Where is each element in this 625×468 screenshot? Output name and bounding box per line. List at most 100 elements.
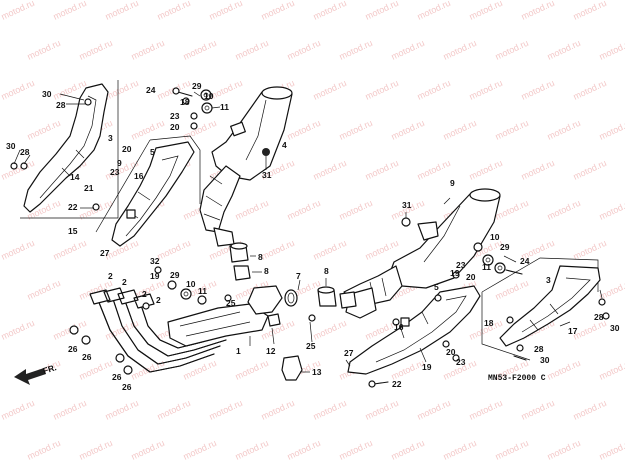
callout-26: 26: [68, 344, 78, 354]
callout-3: 3: [108, 133, 113, 143]
watermark-text: motod.ru: [286, 118, 322, 142]
callout-25: 25: [226, 298, 236, 308]
callout-19: 19: [422, 362, 432, 372]
callout-29: 29: [170, 270, 180, 280]
watermark-text: motod.ru: [26, 38, 62, 62]
watermark-text: motod.ru: [494, 38, 530, 62]
watermark-text: motod.ru: [390, 438, 426, 462]
callout-8: 8: [264, 266, 269, 276]
watermark-text: motod.ru: [0, 398, 36, 422]
callout-10: 10: [186, 279, 196, 289]
watermark-text: motod.ru: [312, 78, 348, 102]
callout-15: 15: [68, 226, 78, 236]
watermark-text: motod.ru: [598, 358, 625, 382]
watermark-text: motod.ru: [26, 118, 62, 142]
callout-9: 9: [117, 158, 122, 168]
watermark-text: motod.ru: [572, 238, 608, 262]
callout-29: 29: [192, 81, 202, 91]
watermark-text: motod.ru: [208, 398, 244, 422]
watermark-text: motod.ru: [520, 398, 556, 422]
watermark-text: motod.ru: [364, 238, 400, 262]
watermark-text: motod.ru: [338, 198, 374, 222]
watermark-text: motod.ru: [442, 118, 478, 142]
callout-30: 30: [42, 89, 52, 99]
watermark-text: motod.ru: [572, 0, 608, 22]
watermark-text: motod.ru: [546, 38, 582, 62]
watermark-text: motod.ru: [234, 438, 270, 462]
watermark-text: motod.ru: [312, 238, 348, 262]
bolt-24-left: [172, 87, 193, 97]
callout-30: 30: [540, 355, 550, 365]
callout-26: 26: [82, 352, 92, 362]
callout-19: 19: [150, 271, 160, 281]
watermark-text: motod.ru: [182, 38, 218, 62]
watermark-text: motod.ru: [286, 38, 322, 62]
watermark-text: motod.ru: [156, 238, 192, 262]
callout-14: 14: [70, 172, 80, 182]
exhaust-manifold: [89, 285, 283, 373]
callout-27: 27: [344, 348, 354, 358]
watermark-text: motod.ru: [182, 438, 218, 462]
callout-13: 13: [312, 367, 322, 377]
watermark-text: motod.ru: [260, 238, 296, 262]
watermark-text: motod.ru: [286, 198, 322, 222]
watermark-text: motod.ru: [52, 398, 88, 422]
callout-28: 28: [534, 344, 544, 354]
callout-12: 12: [266, 346, 276, 356]
watermark-text: motod.ru: [442, 438, 478, 462]
watermark-text: motod.ru: [598, 278, 625, 302]
watermark-text: motod.ru: [468, 0, 504, 22]
watermark-text: motod.ru: [390, 118, 426, 142]
watermark-text: motod.ru: [286, 438, 322, 462]
callout-5: 5: [150, 147, 155, 157]
callout-2: 2: [108, 271, 113, 281]
callout-3: 3: [546, 275, 551, 285]
left-muffler: [199, 86, 293, 247]
callout-20: 20: [466, 272, 476, 282]
callout-26: 26: [112, 372, 122, 382]
callout-18: 18: [484, 318, 494, 328]
callout-32: 32: [150, 256, 160, 266]
watermark-text: motod.ru: [156, 0, 192, 22]
watermark-text: motod.ru: [0, 78, 36, 102]
watermark-text: motod.ru: [494, 118, 530, 142]
watermark-text: motod.ru: [338, 438, 374, 462]
callout-7: 7: [296, 271, 301, 281]
callout-19: 19: [450, 268, 460, 278]
callout-11: 11: [198, 286, 207, 296]
watermark-text: motod.ru: [234, 358, 270, 382]
callout-30: 30: [610, 323, 620, 333]
callout-16: 16: [394, 322, 404, 332]
callout-10: 10: [490, 232, 500, 242]
callout-24: 24: [520, 256, 530, 266]
callout-2: 2: [156, 295, 161, 305]
callout-11: 11: [482, 262, 491, 272]
watermark-text: motod.ru: [260, 0, 296, 22]
watermark-text: motod.ru: [182, 118, 218, 142]
callout-24: 24: [146, 85, 156, 95]
watermark-text: motod.ru: [364, 158, 400, 182]
callout-30: 30: [6, 141, 16, 151]
watermark-text: motod.ru: [520, 158, 556, 182]
callout-10: 10: [204, 91, 214, 101]
watermark-text: motod.ru: [546, 438, 582, 462]
callout-23: 23: [170, 111, 180, 121]
callout-9: 9: [450, 178, 455, 188]
watermark-text: motod.ru: [0, 238, 36, 262]
callout-5: 5: [434, 282, 439, 292]
watermark-text: motod.ru: [130, 38, 166, 62]
watermark-text: motod.ru: [390, 38, 426, 62]
watermark-text: motod.ru: [26, 278, 62, 302]
left-rear-heat-shield: [20, 80, 119, 219]
callout-labels: 30 28 3 30 28 14 22 15 27 20 23 16 5 9 2…: [6, 81, 620, 392]
watermark-text: motod.ru: [234, 38, 270, 62]
watermark-text: motod.ru: [0, 158, 36, 182]
callout-20: 20: [170, 122, 180, 132]
watermark-text: motod.ru: [572, 398, 608, 422]
callout-8: 8: [258, 252, 263, 262]
watermark-text: motod.ru: [598, 438, 625, 462]
leader-lines: [13, 91, 603, 373]
watermark-text: motod.ru: [598, 118, 625, 142]
watermark-text: motod.ru: [416, 158, 452, 182]
